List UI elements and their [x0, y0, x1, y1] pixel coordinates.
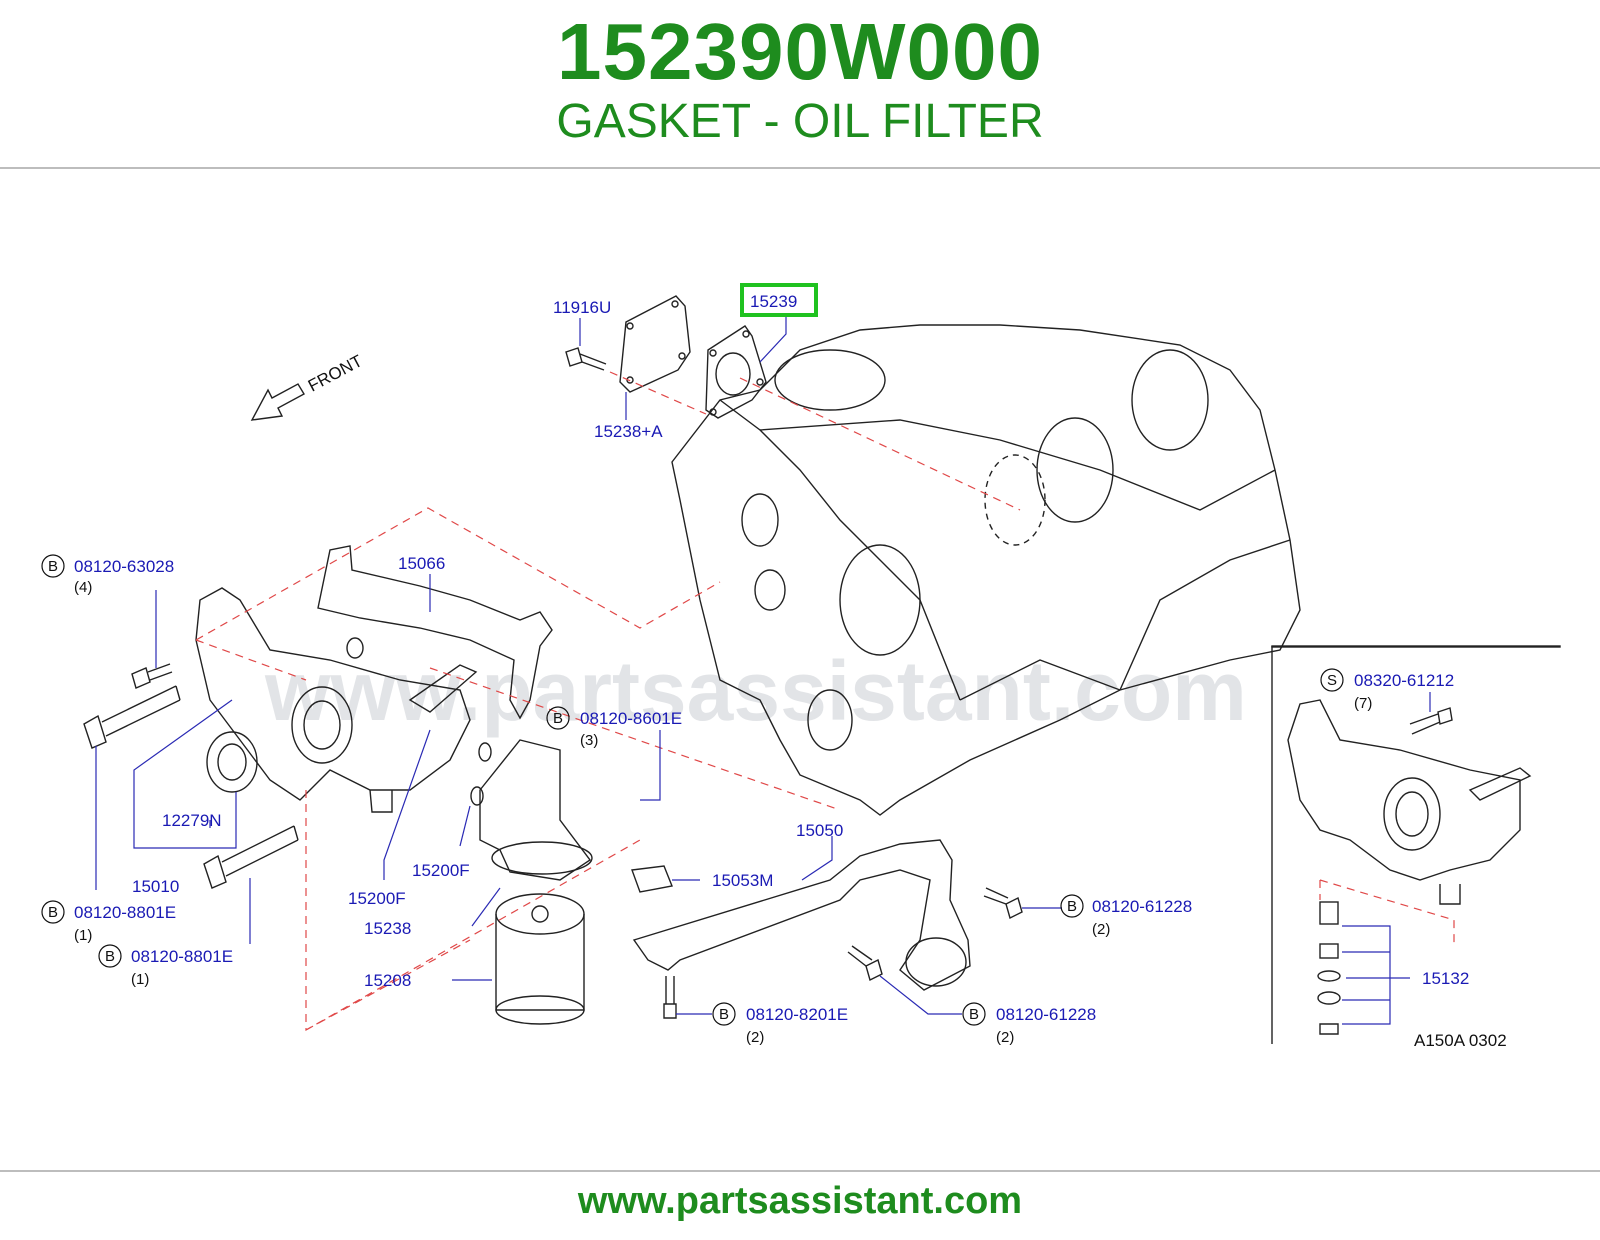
callout-08120-61228-a[interactable]: B 08120-61228 (2) — [1060, 894, 1192, 938]
inset-oil-pump-drawing — [1287, 699, 1532, 905]
svg-text:(2): (2) — [746, 1029, 764, 1046]
oil-strainer-drawing — [632, 839, 971, 991]
label-15200f-b[interactable]: 15200F — [348, 889, 406, 908]
svg-text:08120-63028: 08120-63028 — [74, 557, 174, 576]
svg-text:(1): (1) — [131, 971, 149, 988]
oil-filter-drawing — [495, 893, 585, 1025]
long-bolt-lower-drawing — [203, 825, 299, 889]
filter-bracket-drawing — [479, 739, 593, 881]
svg-text:S: S — [1327, 672, 1337, 689]
front-cover-gasket-drawing — [317, 545, 553, 720]
footer-divider — [0, 1170, 1600, 1172]
svg-text:08120-8201E: 08120-8201E — [746, 1005, 848, 1024]
callout-08120-8801e-b[interactable]: B 08120-8801E (1) — [98, 944, 233, 988]
relief-valve-stack-drawing — [1317, 901, 1341, 1035]
assembly-guide-lines — [195, 371, 1455, 1032]
svg-text:(1): (1) — [74, 927, 92, 944]
label-11916u[interactable]: 11916U — [553, 298, 611, 317]
label-15053m[interactable]: 15053M — [712, 871, 773, 890]
svg-text:08120-8801E: 08120-8801E — [131, 947, 233, 966]
engine-block-drawing — [671, 324, 1301, 816]
watermark-text: www.partsassistant.com — [264, 644, 1247, 738]
page-header: 152390W000 GASKET - OIL FILTER — [0, 0, 1600, 170]
part-name-subtitle: GASKET - OIL FILTER — [556, 95, 1044, 148]
svg-text:08120-61228: 08120-61228 — [996, 1005, 1096, 1024]
svg-text:B: B — [719, 1006, 729, 1023]
inset-bolt-drawing — [1409, 707, 1453, 735]
oil-pump-drawing — [195, 587, 478, 813]
strainer-bolt-drawing — [663, 976, 677, 1019]
header-divider — [0, 167, 1600, 169]
drawing-code: A150A 0302 — [1414, 1031, 1507, 1050]
footer-url-link[interactable]: www.partsassistant.com — [577, 1180, 1023, 1222]
label-15132[interactable]: 15132 — [1422, 969, 1469, 988]
callout-08120-61228-b[interactable]: B 08120-61228 (2) — [962, 1002, 1096, 1046]
svg-text:B: B — [48, 558, 58, 575]
label-15066[interactable]: 15066 — [398, 554, 445, 573]
front-label: FRONT — [305, 351, 366, 395]
label-highlighted[interactable]: 15239 — [750, 292, 797, 311]
part-number-title: 152390W000 — [557, 7, 1043, 96]
oil-filter-gasket-drawing — [705, 325, 767, 419]
part-labels: 15239 11916U 15238+A 15066 15010 12279N … — [132, 292, 1469, 990]
svg-text:08320-61212: 08320-61212 — [1354, 671, 1454, 690]
svg-text:B: B — [105, 948, 115, 965]
label-15200f-a[interactable]: 15200F — [412, 861, 470, 880]
svg-text:08120-8801E: 08120-8801E — [74, 903, 176, 922]
callout-08320-61212[interactable]: S 08320-61212 (7) — [1320, 668, 1454, 712]
callout-08120-8601e[interactable]: B 08120-8601E (3) — [546, 706, 682, 749]
svg-text:08120-61228: 08120-61228 — [1092, 897, 1192, 916]
pipe-bolt-drawing — [983, 887, 1023, 920]
filter-cover-plate-drawing — [619, 295, 691, 393]
cover-bolt-drawing — [565, 347, 607, 371]
strainer-bracket-bolt-drawing — [847, 945, 883, 982]
label-12279n[interactable]: 12279N — [162, 811, 222, 830]
short-bolt-drawing — [131, 663, 173, 689]
label-15238-a[interactable]: 15238+A — [594, 422, 663, 441]
strainer-gasket-drawing — [631, 865, 673, 893]
svg-text:(2): (2) — [1092, 921, 1110, 938]
svg-text:B: B — [553, 710, 563, 727]
svg-text:B: B — [969, 1006, 979, 1023]
callout-08120-63028[interactable]: B 08120-63028 (4) — [41, 554, 174, 596]
callout-08120-8801e-a[interactable]: B 08120-8801E (1) — [41, 900, 176, 944]
svg-text:B: B — [1067, 898, 1077, 915]
o-ring-drawing — [470, 742, 492, 806]
label-15050[interactable]: 15050 — [796, 821, 843, 840]
svg-text:B: B — [48, 904, 58, 921]
front-arrow-icon — [250, 383, 305, 421]
svg-text:(4): (4) — [74, 579, 92, 596]
label-15238[interactable]: 15238 — [364, 919, 411, 938]
long-bolt-upper-drawing — [83, 685, 181, 749]
svg-text:(7): (7) — [1354, 695, 1372, 712]
svg-text:08120-8601E: 08120-8601E — [580, 709, 682, 728]
callout-leader-lines — [95, 314, 1431, 1025]
highlight-box — [740, 283, 818, 317]
label-15208[interactable]: 15208 — [364, 971, 411, 990]
svg-text:(3): (3) — [580, 732, 598, 749]
callout-08120-8201e[interactable]: B 08120-8201E (2) — [712, 1002, 848, 1046]
svg-text:(2): (2) — [996, 1029, 1014, 1046]
label-15010[interactable]: 15010 — [132, 877, 179, 896]
